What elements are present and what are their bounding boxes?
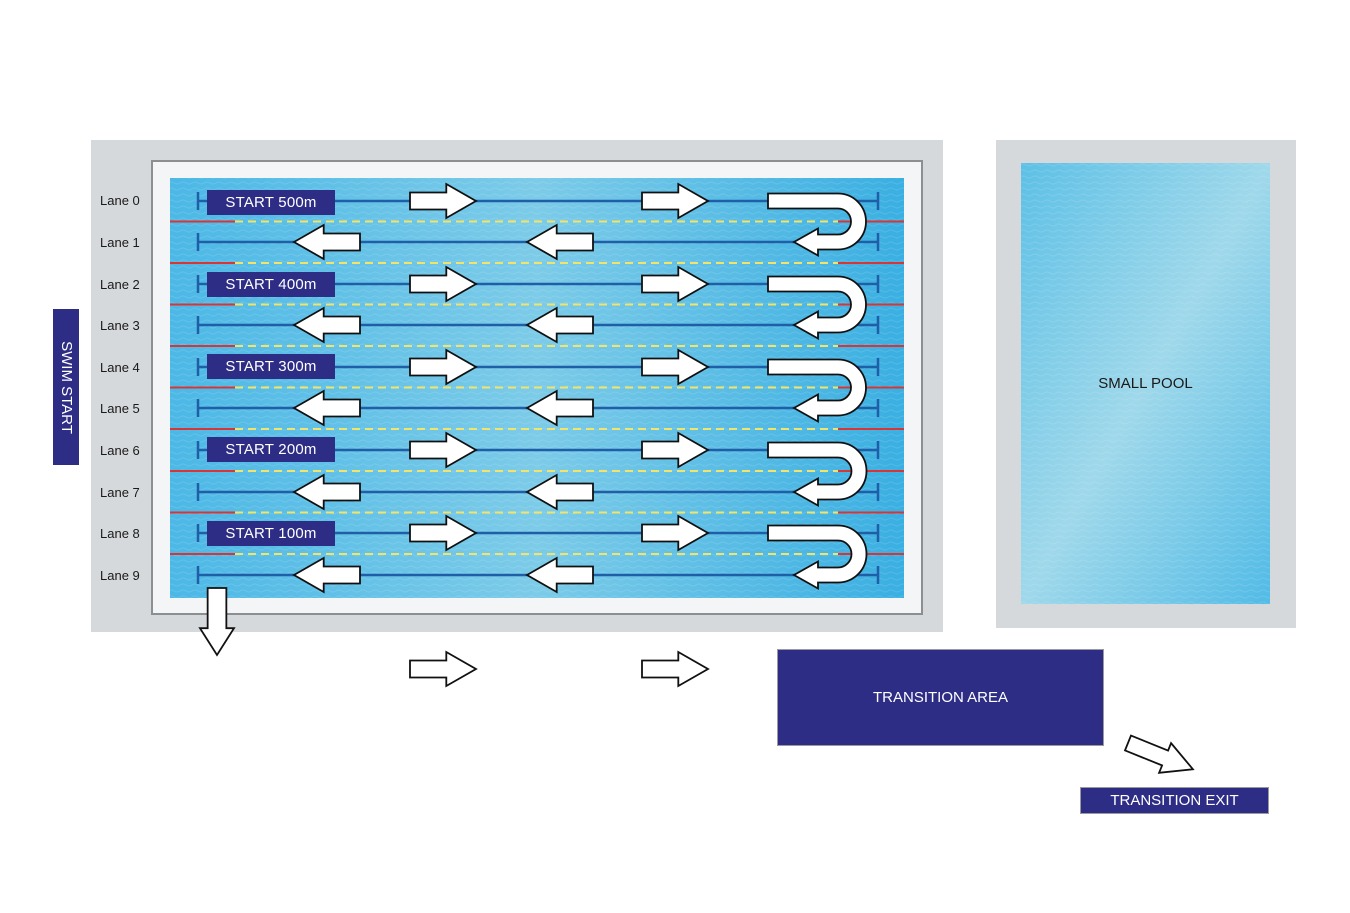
transition-exit-box: TRANSITION EXIT <box>1080 787 1269 814</box>
arrows-layer <box>198 182 1195 774</box>
u-turn-arrow-1 <box>767 275 867 341</box>
right-arrow-a-lane-2 <box>409 265 478 303</box>
exit-down-arrow <box>198 587 236 657</box>
transition-area-label: TRANSITION AREA <box>872 689 1009 706</box>
lane-label-3: Lane 3 <box>100 318 140 333</box>
lane-label-6: Lane 6 <box>100 443 140 458</box>
route-arrow-2 <box>641 650 710 688</box>
right-arrow-b-lane-0 <box>641 182 710 220</box>
start-500m-tag: START 500m <box>207 190 335 215</box>
transition-exit-label: TRANSITION EXIT <box>1110 792 1239 809</box>
small-pool-ripple <box>1021 163 1270 604</box>
exit-diagonal-arrow-group <box>1123 734 1195 774</box>
route-arrow-1 <box>409 650 478 688</box>
lane-label-5: Lane 5 <box>100 401 140 416</box>
left-arrow-b-lane-7 <box>525 473 594 511</box>
u-turn-arrow-3 <box>767 441 868 508</box>
right-arrow-a-lane-4 <box>409 348 478 386</box>
right-arrow-b-lane-6 <box>641 431 710 469</box>
left-arrow-a-lane-9 <box>292 556 361 594</box>
left-arrow-a-lane-5 <box>292 389 361 427</box>
right-arrow-a-lane-8 <box>409 514 478 552</box>
right-arrow-a-lane-0 <box>409 182 478 220</box>
small-pool-label: SMALL POOL <box>1098 375 1193 392</box>
start-300m-tag: START 300m <box>207 354 335 379</box>
lane-label-9: Lane 9 <box>100 568 140 583</box>
u-turn-arrow-2 <box>767 358 867 424</box>
lane-label-8: Lane 8 <box>100 526 140 541</box>
right-arrow-b-lane-4 <box>641 348 710 386</box>
exit-diagonal-arrow <box>1123 734 1195 774</box>
left-arrow-b-lane-9 <box>525 556 594 594</box>
lane-label-7: Lane 7 <box>100 485 140 500</box>
right-arrow-b-lane-8 <box>641 514 710 552</box>
lane-label-0: Lane 0 <box>100 193 140 208</box>
left-arrow-b-lane-1 <box>525 223 594 261</box>
start-100m-tag: START 100m <box>207 521 335 546</box>
lane-label-1: Lane 1 <box>100 235 140 250</box>
left-arrow-a-lane-1 <box>292 223 361 261</box>
u-turn-arrow-0 <box>767 192 867 258</box>
left-arrow-b-lane-5 <box>525 389 594 427</box>
swim-start-sign: SWIM START <box>53 309 79 465</box>
swim-start-label: SWIM START <box>57 340 75 434</box>
left-arrow-a-lane-7 <box>292 473 361 511</box>
left-arrow-b-lane-3 <box>525 306 594 344</box>
start-200m-tag: START 200m <box>207 437 335 462</box>
u-turn-arrow-4 <box>767 524 868 591</box>
lane-label-2: Lane 2 <box>100 277 140 292</box>
left-arrow-a-lane-3 <box>292 306 361 344</box>
right-arrow-b-lane-2 <box>641 265 710 303</box>
lane-label-4: Lane 4 <box>100 360 140 375</box>
transition-area-box: TRANSITION AREA <box>777 649 1104 746</box>
start-400m-tag: START 400m <box>207 272 335 297</box>
right-arrow-a-lane-6 <box>409 431 478 469</box>
